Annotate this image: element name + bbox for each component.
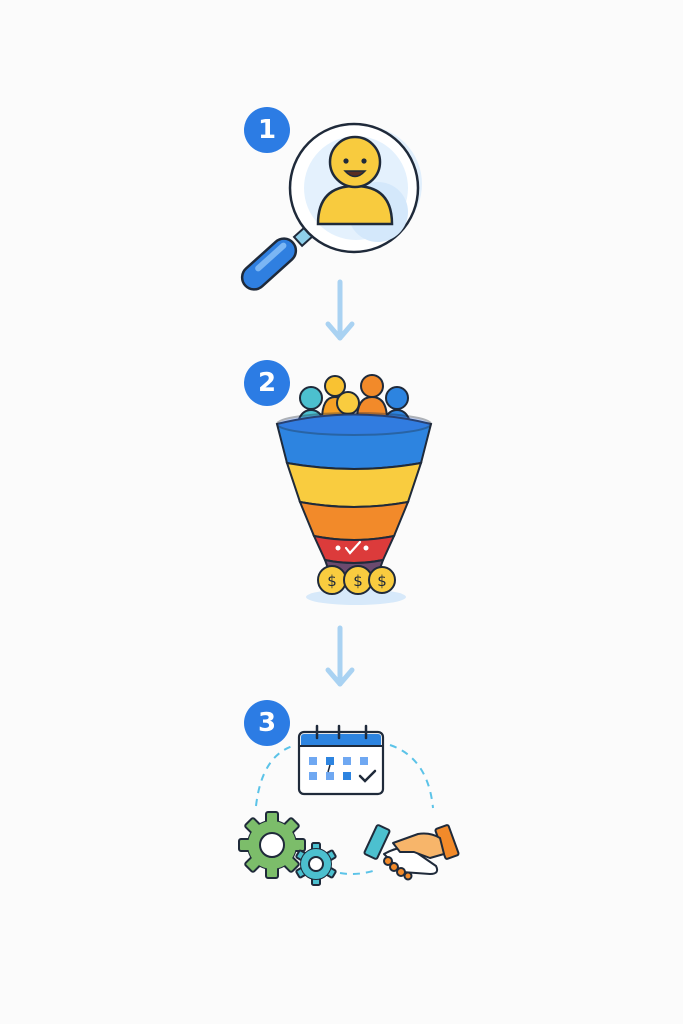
arrow-down-icon (325, 279, 355, 341)
arrow-down-icon (325, 625, 355, 687)
gears-icon (238, 811, 337, 886)
step-number: 3 (257, 708, 277, 738)
handshake-icon (363, 824, 460, 881)
calendar-icon (297, 724, 385, 796)
magnifier-person-icon (240, 122, 422, 291)
step-number: 2 (257, 368, 277, 398)
svg-text:$: $ (377, 572, 387, 590)
sales-funnel-icon: $ $ $ (275, 374, 433, 605)
step-number: 1 (257, 115, 277, 145)
svg-text:$: $ (353, 572, 363, 590)
step-badge-3: 3 (244, 700, 290, 746)
step-badge-1: 1 (244, 107, 290, 153)
svg-text:$: $ (327, 572, 337, 590)
step-badge-2: 2 (244, 360, 290, 406)
process-cycle-icon (238, 724, 460, 886)
